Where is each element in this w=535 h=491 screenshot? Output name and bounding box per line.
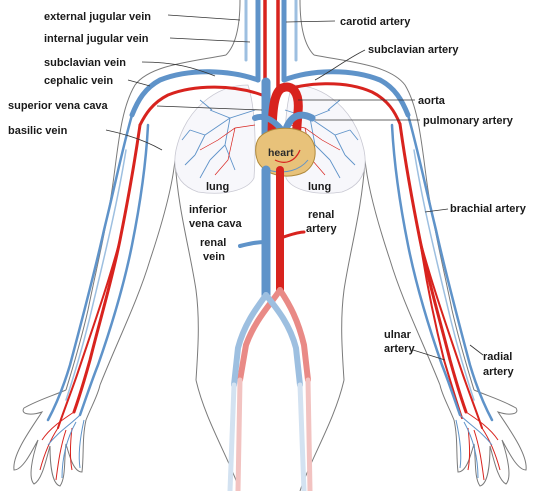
label-radial-artery-line2: artery bbox=[483, 366, 514, 378]
right-cephalic-vein bbox=[408, 115, 492, 420]
neck-outline bbox=[226, 0, 314, 55]
right-femoral-artery-faint bbox=[308, 380, 310, 491]
label-radial-artery-line1: radial bbox=[483, 351, 512, 363]
label-carotid-artery: carotid artery bbox=[340, 16, 411, 28]
leader-external-jugular-vein bbox=[168, 15, 240, 20]
left-arm-vessels bbox=[40, 115, 148, 480]
right-flank-outline bbox=[342, 160, 365, 380]
label-lung-right: lung bbox=[308, 181, 331, 193]
right-radial-artery bbox=[420, 240, 482, 428]
left-lung bbox=[175, 85, 255, 193]
label-internal-jugular-vein: internal jugular vein bbox=[44, 33, 149, 45]
left-arm-small-vein bbox=[66, 150, 126, 400]
label-basilic-vein: basilic vein bbox=[8, 125, 68, 137]
label-renal-vein-line2: vein bbox=[203, 251, 225, 263]
left-radial-artery bbox=[58, 240, 120, 428]
label-renal-artery-line1: renal bbox=[308, 209, 334, 221]
left-hand-veins bbox=[48, 415, 84, 478]
leader-internal-jugular-vein bbox=[170, 38, 250, 42]
label-aorta: aorta bbox=[418, 95, 446, 107]
left-hand-arteries bbox=[40, 412, 74, 480]
leader-radial-artery bbox=[470, 345, 483, 355]
abdominal-vessels bbox=[230, 170, 310, 491]
leader-basilic-vein bbox=[106, 130, 162, 150]
leader-carotid-artery bbox=[286, 21, 335, 22]
label-superior-vena-cava: superior vena cava bbox=[8, 100, 109, 112]
label-lung-left: lung bbox=[206, 181, 229, 193]
label-ulnar-artery-line2: artery bbox=[384, 343, 415, 355]
hip-outline bbox=[196, 380, 344, 491]
leader-brachial-artery bbox=[425, 209, 448, 212]
right-hand-veins bbox=[456, 415, 492, 478]
left-femoral-artery-faint bbox=[238, 380, 240, 491]
left-cephalic-vein bbox=[48, 115, 132, 420]
label-heart: heart bbox=[268, 147, 294, 159]
label-subclavian-vein: subclavian vein bbox=[44, 57, 126, 69]
label-cephalic-vein: cephalic vein bbox=[44, 75, 113, 87]
label-brachial-artery: brachial artery bbox=[450, 203, 527, 215]
right-femoral-vein-faint bbox=[300, 385, 304, 491]
label-renal-artery-line2: artery bbox=[306, 223, 337, 235]
right-hand-arteries bbox=[466, 412, 500, 480]
label-inferior: inferior bbox=[189, 204, 228, 216]
label-pulmonary-artery: pulmonary artery bbox=[423, 115, 514, 127]
right-iliac-vein bbox=[266, 295, 300, 385]
left-flank-outline bbox=[175, 160, 198, 380]
label-renal-vein-line1: renal bbox=[200, 237, 226, 249]
label-external-jugular-vein: external jugular vein bbox=[44, 11, 151, 23]
label-ulnar-artery-line1: ulnar bbox=[384, 329, 412, 341]
label-vena-cava: vena cava bbox=[189, 218, 242, 230]
label-subclavian-artery: subclavian artery bbox=[368, 44, 459, 56]
right-arm-vessels bbox=[392, 115, 500, 480]
